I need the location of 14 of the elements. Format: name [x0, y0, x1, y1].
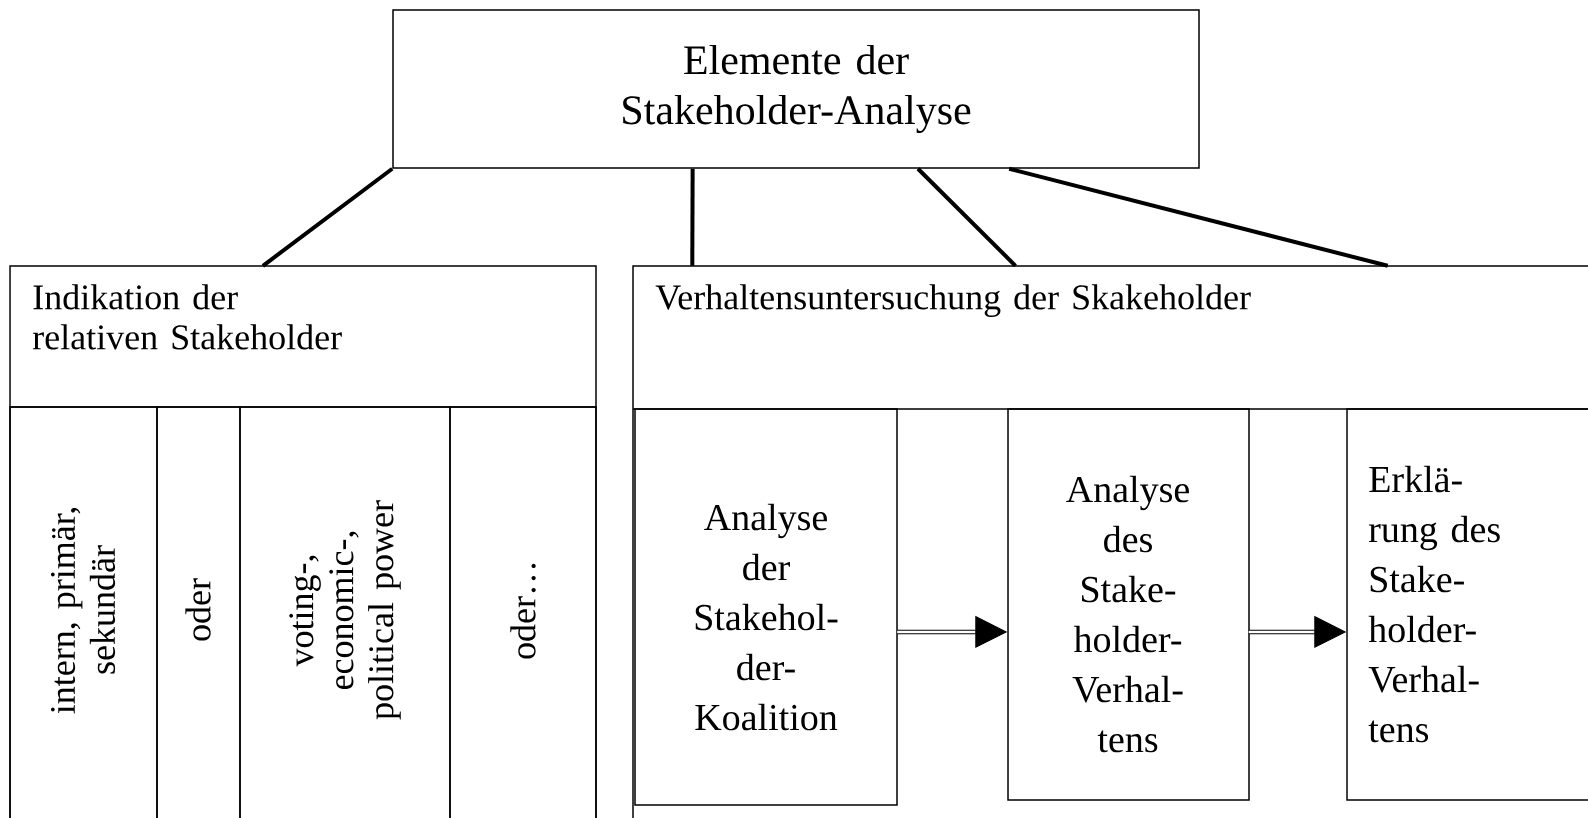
- double-arrow: [897, 616, 1007, 648]
- column-cell: oder…: [449, 406, 597, 818]
- process-box: Analyse des Stake- holder- Verhal- tens: [1007, 408, 1250, 801]
- connector-line: [690, 168, 695, 266]
- connector-line: [916, 167, 1017, 268]
- top-box: Elemente der Stakeholder-Analyse: [392, 9, 1200, 169]
- process-box: Erklä- rung des Stake- holder- Verhal- tens: [1346, 408, 1588, 801]
- process-box: Analyse der Stakehol- der- Koalition: [634, 408, 898, 806]
- connector-line: [261, 167, 394, 268]
- double-arrow: [1248, 616, 1346, 648]
- column-cell: intern, primär, sekundär: [9, 406, 158, 818]
- connector-line: [1008, 166, 1389, 268]
- column-cell: voting-, economic-, political power: [239, 406, 451, 818]
- column-cell: oder: [156, 406, 241, 818]
